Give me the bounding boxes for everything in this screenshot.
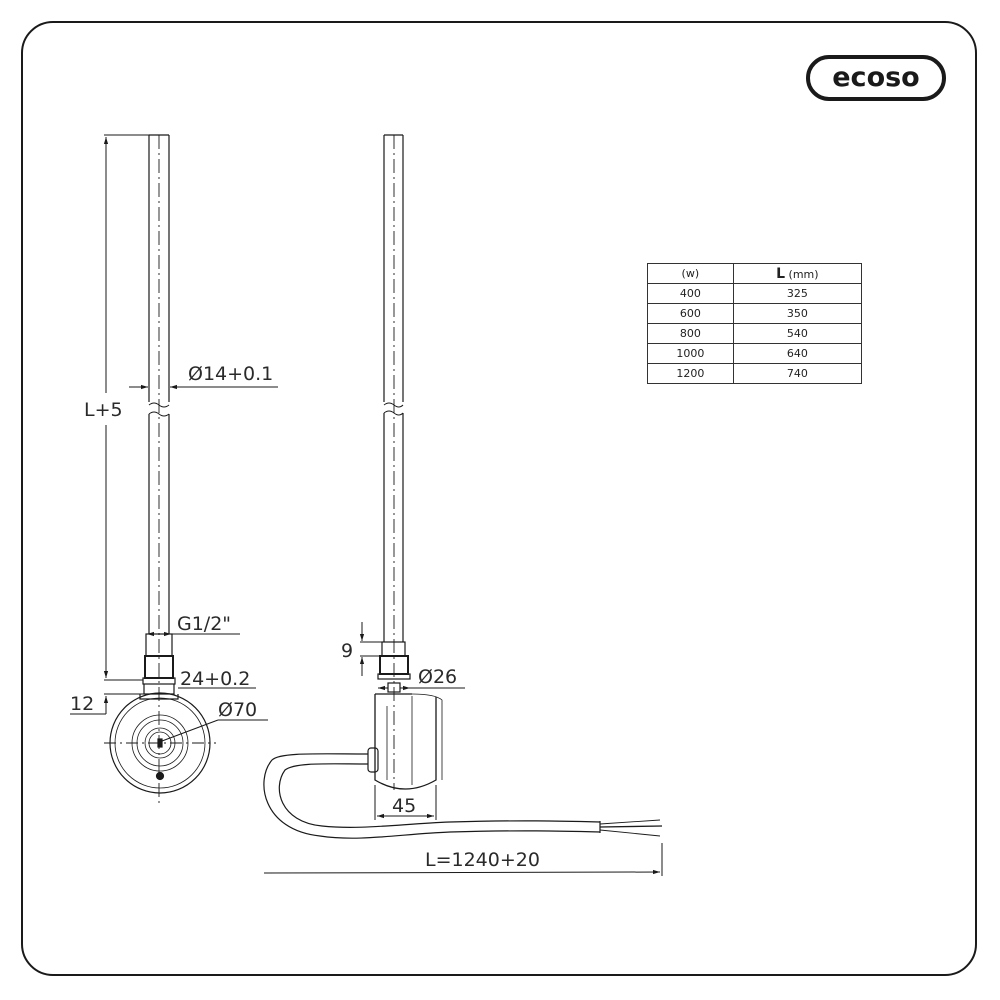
table-row: 1000 640 xyxy=(647,343,863,364)
side-view xyxy=(263,134,663,839)
rod-length-label: L+5 xyxy=(84,399,123,421)
side-view-labels: 9 Ø26 45 L=1240+20 xyxy=(341,640,540,871)
front-view xyxy=(104,134,216,805)
nut-size-label: 24+0.2 xyxy=(180,668,250,690)
table-row: 400 325 xyxy=(647,283,863,304)
table-row: 1200 740 xyxy=(647,363,863,384)
rod-diameter-label: Ø14+0.1 xyxy=(188,363,273,385)
cell-length: 325 xyxy=(732,283,863,304)
nut-diameter-label: Ø26 xyxy=(418,666,457,688)
cell-length: 640 xyxy=(732,343,863,364)
collar-height-label: 12 xyxy=(70,693,94,715)
thread-length-label: 9 xyxy=(341,640,353,662)
logo-text: ecoso xyxy=(832,61,920,93)
drawing-frame xyxy=(21,21,977,976)
cell-length: 740 xyxy=(732,363,863,384)
header-length-symbol: L xyxy=(776,265,786,282)
ecoso-logo: ecoso xyxy=(806,55,946,101)
header-length-unit: (mm) xyxy=(788,267,819,281)
cell-power: 1000 xyxy=(647,343,734,364)
cable-length-label: L=1240+20 xyxy=(425,849,540,871)
thread-label: G1/2" xyxy=(177,613,231,635)
front-view-dimensions xyxy=(70,134,278,742)
body-depth-label: 45 xyxy=(392,795,416,817)
cell-power: 1200 xyxy=(647,363,734,384)
body-diameter-label: Ø70 xyxy=(218,699,257,721)
side-view-dimensions xyxy=(263,622,663,876)
power-length-table: (w) L (mm) 400 325 600 350 800 540 1000 … xyxy=(647,263,863,384)
front-view-labels: L+5 Ø14+0.1 G1/2" 24+0.2 12 Ø70 xyxy=(70,363,273,721)
